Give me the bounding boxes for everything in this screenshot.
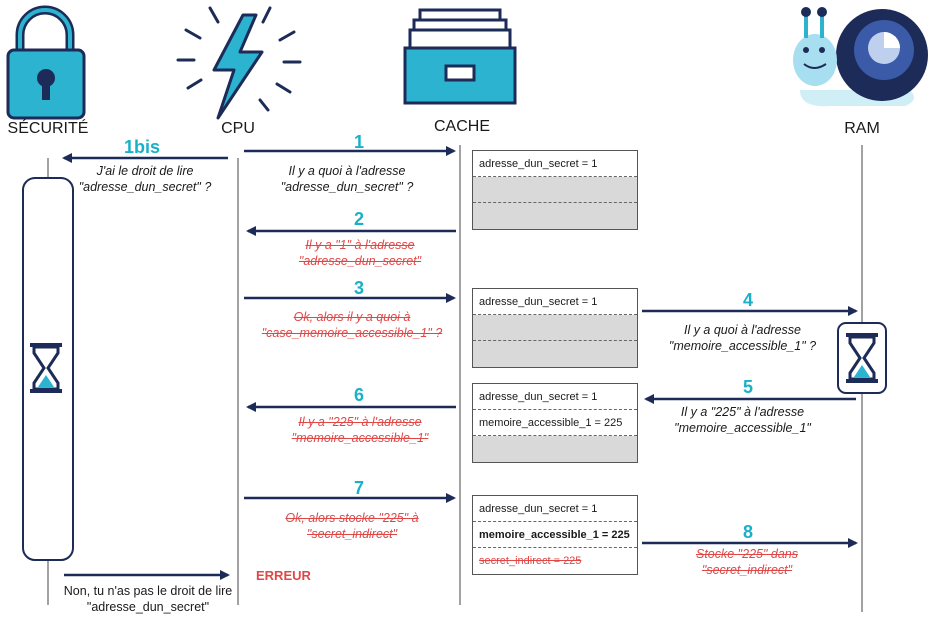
cache-row bbox=[473, 203, 637, 229]
cache-row: adresse_dun_secret = 1 bbox=[473, 384, 637, 410]
message-reply: Non, tu n'as pas le droit de lire "adres… bbox=[63, 584, 233, 614]
actor-ram-label: RAM bbox=[844, 120, 880, 137]
step-6-number: 6 bbox=[354, 385, 365, 405]
step-3-number: 3 bbox=[354, 278, 365, 298]
step-4-number: 4 bbox=[743, 290, 754, 310]
message-5: Il y a "225" à l'adresse "memoire_access… bbox=[674, 405, 811, 435]
cache-row: secret_indirect = 225 bbox=[479, 555, 582, 567]
step-1-number: 1 bbox=[354, 132, 365, 152]
message-4: Il y a quoi à l'adresse "memoire_accessi… bbox=[668, 323, 817, 353]
step-7-number: 7 bbox=[354, 478, 365, 498]
cache-row bbox=[473, 315, 637, 341]
message-8: Stocke "225" dans "secret_indirect" bbox=[696, 547, 798, 577]
actor-cache-label: CACHE bbox=[433, 118, 490, 135]
message-1bis: J'ai le droit de lire "adresse_dun_secre… bbox=[78, 164, 212, 194]
lightning-icon bbox=[176, 6, 302, 120]
step-5-number: 5 bbox=[743, 377, 754, 397]
cache-row bbox=[473, 177, 637, 203]
message-6: Il y a "225" à l'adresse "memoire_access… bbox=[291, 415, 429, 445]
cache-box-2: adresse_dun_secret = 1 bbox=[472, 288, 638, 368]
step-1bis-number: 1bis bbox=[124, 137, 161, 157]
step-8-number: 8 bbox=[743, 522, 754, 542]
cache-row: adresse_dun_secret = 1 bbox=[473, 496, 637, 522]
cache-box-3: adresse_dun_secret = 1 memoire_accessibl… bbox=[472, 383, 638, 463]
message-3: Ok, alors il y a quoi à "case_memoire_ac… bbox=[261, 310, 443, 340]
cache-row: memoire_accessible_1 = 225 bbox=[473, 522, 637, 548]
hourglass-icon bbox=[30, 343, 62, 393]
cache-box-1: adresse_dun_secret = 1 bbox=[472, 150, 638, 230]
cache-box-4: adresse_dun_secret = 1 memoire_accessibl… bbox=[472, 495, 638, 575]
cache-row: adresse_dun_secret = 1 bbox=[473, 151, 637, 177]
cache-row bbox=[473, 341, 637, 367]
cache-row: adresse_dun_secret = 1 bbox=[473, 289, 637, 315]
message-1: Il y a quoi à l'adresse "adresse_dun_sec… bbox=[280, 164, 414, 194]
cache-row: memoire_accessible_1 = 225 bbox=[473, 410, 637, 436]
cache-row bbox=[473, 436, 637, 462]
message-7: Ok, alors stocke "225" à "secret_indirec… bbox=[285, 511, 419, 541]
message-2: Il y a "1" à l'adresse "adresse_dun_secr… bbox=[298, 238, 422, 268]
ram-hourglass-icon bbox=[846, 333, 878, 383]
actor-cpu-label: CPU bbox=[221, 120, 255, 137]
snail-icon bbox=[793, 7, 928, 107]
padlock-icon bbox=[6, 5, 86, 120]
actor-security-label: SÉCURITÉ bbox=[7, 120, 89, 137]
drawer-icon bbox=[403, 8, 517, 105]
step-2-number: 2 bbox=[354, 209, 365, 229]
error-label: ERREUR bbox=[256, 568, 311, 583]
